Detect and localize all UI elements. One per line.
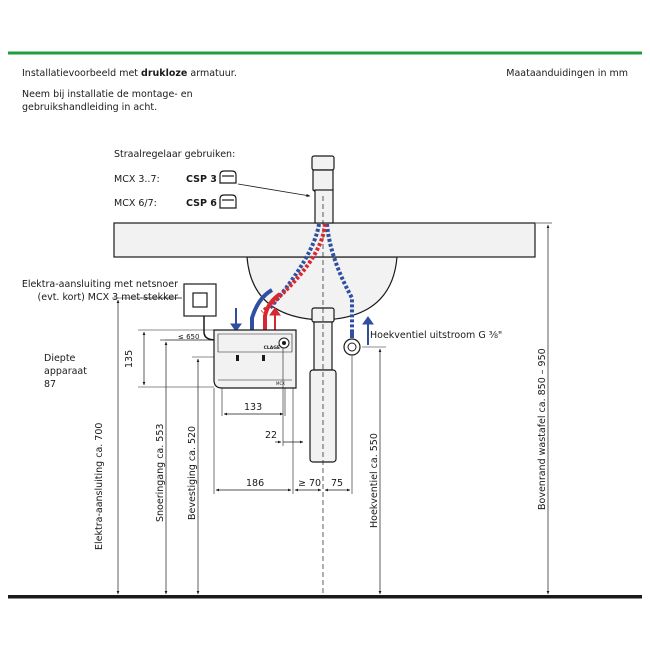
countertop [113, 222, 536, 258]
aerator-cap-icon [219, 194, 237, 209]
depth-label-1: Diepte [44, 353, 76, 364]
dim-700-text: Elektra-aansluiting ca. 700 [94, 423, 105, 550]
device-hose-cold [250, 288, 274, 330]
aerator-heading: Straalregelaar gebruiken: [114, 149, 236, 160]
arrow-up-blue [362, 316, 374, 345]
electric-connection-label-1: Elektra-aansluiting met netsnoer [21, 279, 178, 290]
dim-75-text: 75 [331, 478, 343, 489]
arrow-up-red [269, 307, 281, 331]
dim-135-text: 135 [124, 350, 135, 368]
angle-valve-label: Hoekventiel uitstroom G ⅜" [370, 330, 503, 341]
angle-valve [343, 330, 361, 356]
intro-text: Installatievoorbeeld met drukloze armatu… [22, 67, 237, 80]
units-text: Maataanduidingen in mm [506, 68, 628, 79]
depth-label-2: apparaat [44, 366, 87, 377]
aerator-code-1: CSP 3 [186, 174, 217, 185]
dim-70-text: ≥ 70 [298, 478, 321, 489]
arrow-down-blue [230, 308, 242, 332]
hose-hot-inner [260, 223, 327, 314]
electric-connection-label-2: (evt. kort) MCX 3 met stekker [37, 292, 178, 303]
aerator-model-2: MCX 6/7: [114, 198, 157, 209]
faucet [311, 155, 335, 224]
hose-cold-outer [325, 223, 354, 330]
dim-553-text: Snoeringang ca. 553 [155, 424, 166, 522]
dim-520-text: Bevestiging ca. 520 [187, 426, 198, 520]
aerator-pointer [237, 183, 311, 197]
intro-prefix: Installatievoorbeeld met [22, 68, 142, 79]
intro-bold: drukloze [141, 68, 188, 79]
dim-le650-text: ≤ 650 [178, 333, 199, 341]
instructions-line1: Neem bij installatie de montage- en [22, 89, 193, 100]
intro-suffix: armatuur. [187, 68, 237, 79]
dim-550-text: Hoekventiel ca. 550 [369, 433, 380, 528]
dim-133-text: 133 [244, 402, 262, 413]
dim-186-text: 186 [246, 478, 264, 489]
aerator-code-2: CSP 6 [186, 198, 217, 209]
power-socket-icon [183, 283, 217, 317]
device-brand-label: CLAGE [264, 345, 280, 351]
depth-value: 87 [44, 379, 57, 390]
floor-line [8, 595, 642, 599]
device-hose-hot [263, 292, 282, 330]
aerator-model-1: MCX 3..7: [114, 174, 160, 185]
dim-22-text: 22 [265, 430, 277, 441]
device-model-label: MCX [276, 381, 285, 386]
hose-hot-outer [268, 223, 321, 310]
instructions-line2: gebruikshandleiding in acht. [22, 102, 158, 113]
aerator-cap-icon [219, 170, 237, 184]
dim-rim-text: Bovenrand wastafel ca. 850 – 950 [537, 348, 548, 510]
water-heater-device: CLAGE MCX [213, 329, 297, 389]
